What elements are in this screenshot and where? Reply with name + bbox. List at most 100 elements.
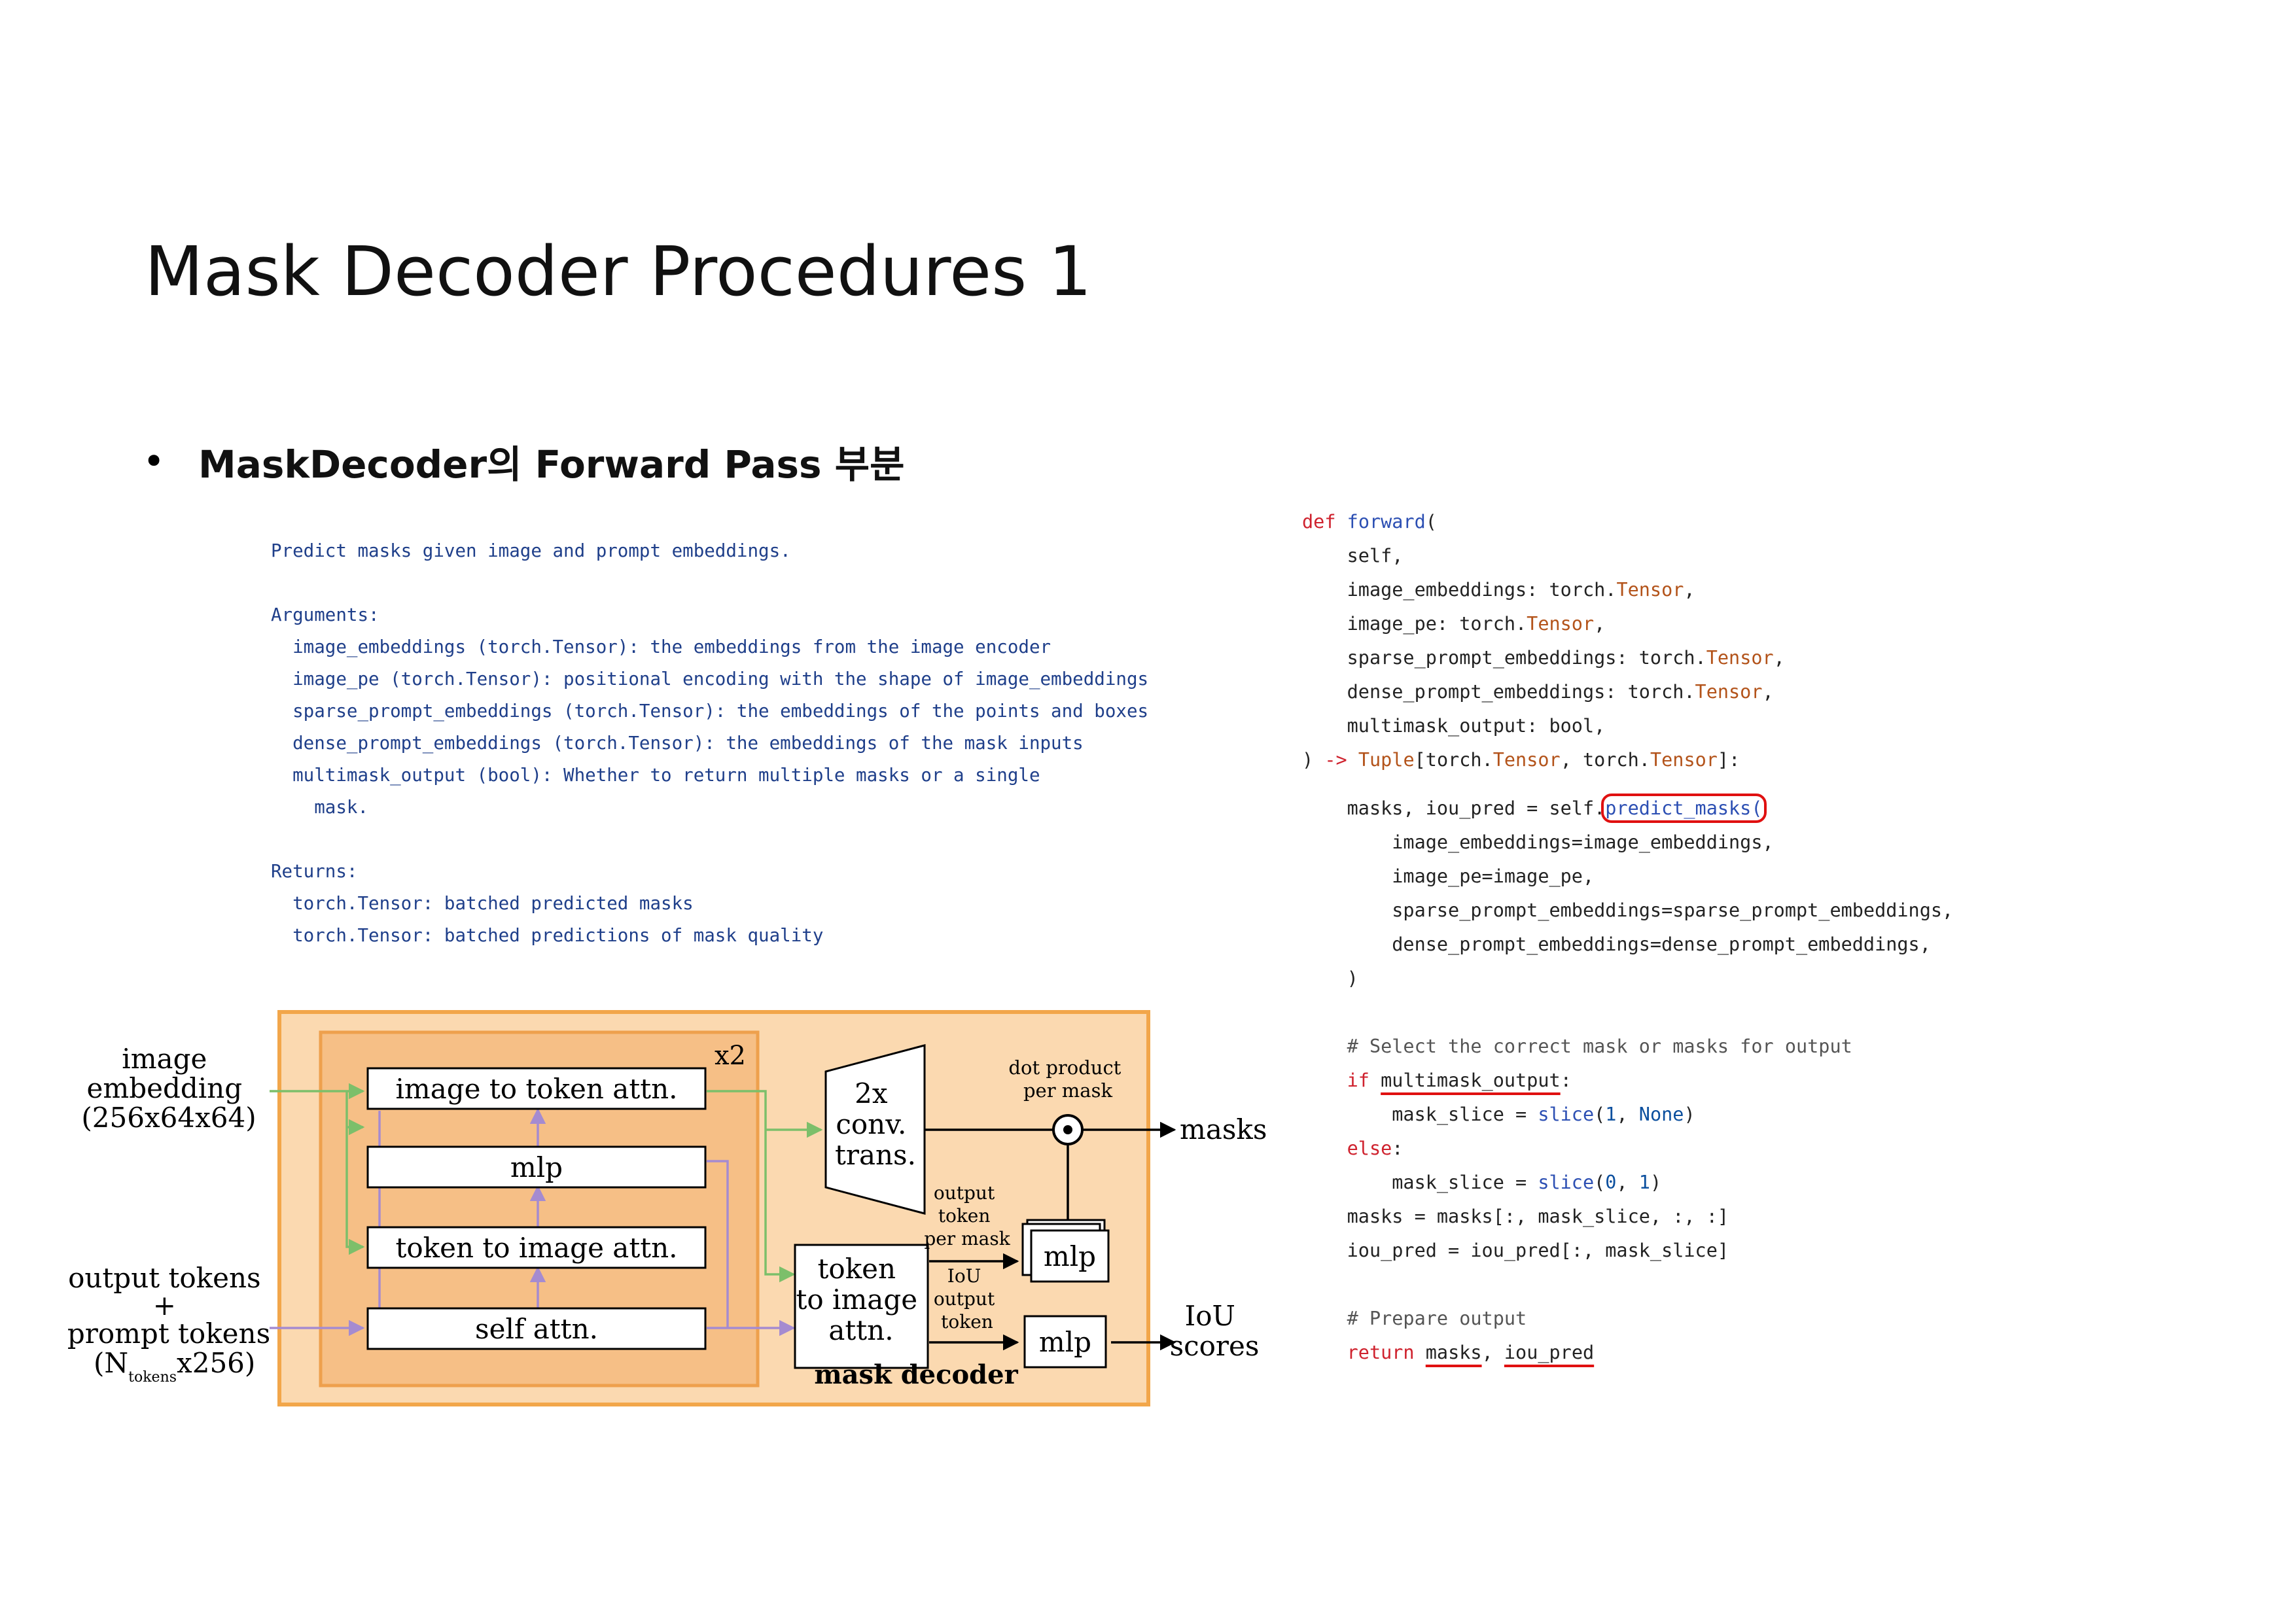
docstring-line: Arguments: [271, 604, 380, 625]
code-text: , [1616, 1104, 1639, 1125]
code-line-return-type: ) -> Tuple[torch.Tensor, torch.Tensor]: [1302, 743, 1740, 777]
code-line: dense_prompt_embeddings=dense_prompt_emb… [1302, 928, 1931, 962]
code-type: Tensor [1706, 647, 1774, 669]
code-keyword: if [1347, 1070, 1369, 1091]
input-tokens: output tokens + prompt tokens [67, 1262, 270, 1350]
code-number: 0 [1605, 1172, 1617, 1193]
code-constant: None [1638, 1104, 1684, 1125]
output-iou-scores-label: IoU scores [1170, 1300, 1260, 1362]
code-text: , [1616, 1172, 1639, 1193]
code-text: : [1392, 1138, 1404, 1159]
code-line: multimask_output: bool, [1302, 709, 1606, 743]
code-comment-text: # Prepare output [1302, 1308, 1527, 1329]
code-type: Tuple [1358, 749, 1415, 771]
conv-trans-shape [824, 1044, 926, 1215]
repeat-label: x2 [715, 1041, 746, 1071]
mlp-label: mlp [510, 1151, 563, 1183]
iou-output-token-label: IoU output token [934, 1265, 1000, 1333]
docstring-line: mask. [271, 797, 369, 818]
code-line-call: masks, iou_pred = self.predict_masks( [1302, 792, 1767, 826]
code-keyword: def [1302, 511, 1336, 532]
code-text: multimask_output: bool, [1302, 715, 1606, 737]
code-comment-text: # Select the correct mask or masks for o… [1302, 1036, 1852, 1057]
code-text: ) [1302, 968, 1358, 989]
code-block: def forward( self, image_embeddings: tor… [1302, 505, 2270, 1363]
token-to-image-box [794, 1244, 929, 1369]
self-attn-box [366, 1307, 707, 1350]
code-type: Tensor [1616, 579, 1684, 601]
code-text: self, [1302, 545, 1404, 567]
code-text: image_embeddings: torch. [1302, 579, 1617, 601]
docstring-line: torch.Tensor: batched predicted masks [271, 893, 694, 914]
code-line: image_pe: torch.Tensor, [1302, 607, 1606, 641]
code-comment: # Select the correct mask or masks for o… [1302, 1030, 1852, 1064]
code-text [1302, 1342, 1347, 1363]
code-line: image_embeddings=image_embeddings, [1302, 826, 1774, 860]
dot-product-label: dot product per mask [1008, 1056, 1127, 1102]
code-text: , [1773, 647, 1785, 669]
code-comment: # Prepare output [1302, 1302, 1527, 1336]
code-text: , [1762, 681, 1774, 703]
code-operator: -> [1324, 749, 1347, 771]
code-line: mask_slice = slice(0, 1) [1302, 1166, 1661, 1200]
image-to-token-attn-box [366, 1067, 707, 1110]
code-text: ) [1302, 749, 1325, 771]
bullet-dot: • [143, 439, 166, 483]
conv-trans-label: 2x conv. trans. [835, 1077, 916, 1171]
output-token-per-mask-label: output token per mask [924, 1182, 1010, 1249]
code-line: image_pe=image_pe, [1302, 860, 1594, 894]
code-text: ) [1650, 1172, 1662, 1193]
output-arrows [925, 1121, 1176, 1351]
code-function-name: forward [1347, 511, 1426, 532]
token-to-image-attn-label: token to image attn. [396, 1232, 678, 1264]
bullet-heading: MaskDecoder의 Forward Pass 부분 [198, 442, 905, 487]
code-text [1302, 1138, 1347, 1159]
docstring-block: Predict masks given image and prompt emb… [271, 535, 1148, 952]
code-type: Tensor [1492, 749, 1561, 771]
mask-decoder-diagram: image embedding (256x64x64) output token… [67, 1010, 1267, 1406]
input-tokens-dimension: (Ntokensx256) [94, 1347, 255, 1386]
code-text: image_pe: torch. [1302, 613, 1527, 635]
docstring-line: torch.Tensor: batched predictions of mas… [271, 925, 824, 946]
docstring-line: dense_prompt_embeddings (torch.Tensor): … [271, 733, 1084, 754]
code-text: dense_prompt_embeddings: torch. [1302, 681, 1695, 703]
code-text: , torch. [1560, 749, 1650, 771]
image-embedding-arrows [270, 1083, 823, 1283]
code-number: 1 [1605, 1104, 1617, 1125]
docstring-line: Returns: [271, 861, 358, 882]
code-text [1302, 1070, 1347, 1091]
mlp-iou-label: mlp [1039, 1326, 1091, 1358]
docstring-line: Predict masks given image and prompt emb… [271, 540, 791, 561]
slide-title: Mask Decoder Procedures 1 [145, 232, 1092, 311]
code-text: , [1684, 579, 1695, 601]
code-text: masks = masks[:, mask_slice, :, :] [1302, 1206, 1729, 1227]
bullet-item: • MaskDecoder의 Forward Pass 부분 [143, 432, 904, 491]
token-to-image-attn-box [366, 1226, 707, 1269]
image-to-token-attn-label: image to token attn. [396, 1073, 678, 1105]
code-text: , [1594, 613, 1606, 635]
docstring-line: image_pe (torch.Tensor): positional enco… [271, 669, 1149, 689]
code-text: sparse_prompt_embeddings=sparse_prompt_e… [1302, 899, 1954, 921]
mlp-box [366, 1145, 707, 1189]
code-line: iou_pred = iou_pred[:, mask_slice] [1302, 1234, 1729, 1268]
code-line-if: if multimask_output: [1302, 1064, 1572, 1098]
code-text: dense_prompt_embeddings=dense_prompt_emb… [1302, 934, 1931, 955]
underlined-return-iou-pred: iou_pred [1504, 1342, 1595, 1363]
code-text: , [1481, 1342, 1504, 1363]
code-line-else: else: [1302, 1132, 1404, 1166]
input-image-embedding: image embedding (256x64x64) [81, 1043, 256, 1134]
code-type: Tensor [1527, 613, 1595, 635]
code-line: self, [1302, 539, 1404, 573]
code-line: sparse_prompt_embeddings: torch.Tensor, [1302, 641, 1785, 675]
code-keyword: else [1347, 1138, 1392, 1159]
mlp-stack [1021, 1219, 1110, 1283]
dot-product-node [1052, 1114, 1084, 1145]
code-line: dense_prompt_embeddings: torch.Tensor, [1302, 675, 1774, 709]
underlined-return-masks: masks [1425, 1342, 1482, 1363]
code-text: image_embeddings=image_embeddings, [1302, 831, 1774, 853]
code-text: sparse_prompt_embeddings: torch. [1302, 647, 1706, 669]
code-text: masks, iou_pred = self. [1302, 797, 1606, 819]
code-type: Tensor [1695, 681, 1763, 703]
output-masks-label: masks [1180, 1113, 1267, 1145]
mask-decoder-label: mask decoder [814, 1359, 1018, 1390]
